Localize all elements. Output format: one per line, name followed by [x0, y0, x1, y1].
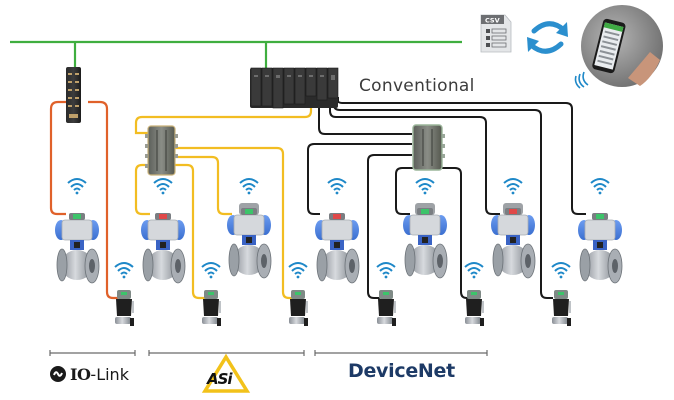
- asi-cable: [134, 97, 313, 300]
- wifi-icon: [153, 178, 173, 195]
- devicenet-logo: DeviceNet: [348, 360, 455, 382]
- actuated-ball-valve: [141, 213, 186, 284]
- csv-label: CSV: [485, 16, 500, 24]
- actuated-ball-valve: [227, 203, 272, 279]
- actuated-ball-valve: [578, 213, 623, 284]
- wifi-icon: [114, 262, 134, 279]
- wifi-icon: [551, 262, 571, 279]
- wifi-icon: [288, 262, 308, 279]
- wifi-icon: [503, 178, 523, 195]
- iolink-prefix: IO: [70, 364, 91, 384]
- asi-logo-text: ASi: [207, 370, 233, 388]
- wifi-icon: [415, 178, 435, 195]
- solenoid-valve: [465, 290, 484, 326]
- solenoid-valve: [377, 290, 396, 326]
- iolink-symbol-icon: [50, 366, 66, 382]
- wifi-icons: [67, 178, 610, 279]
- sync-arrows-icon: [527, 21, 568, 54]
- actuated-ball-valve: [315, 213, 360, 284]
- wifi-icon: [376, 262, 396, 279]
- actuated-ball-valve: [403, 203, 448, 279]
- phone-wireless-icon: [574, 71, 589, 89]
- wifi-icon: [464, 262, 484, 279]
- wifi-icon: [201, 262, 221, 279]
- solenoid-valve: [202, 290, 221, 326]
- asi-logo: [201, 353, 251, 393]
- wifi-icon: [590, 178, 610, 195]
- devicenet-junction-box: [412, 124, 445, 171]
- devicenet-bracket: [314, 350, 488, 356]
- asi-logo-text-wrap: ASi: [203, 356, 247, 392]
- smartphone-app-image: [581, 5, 663, 87]
- iolink-cable: [49, 100, 118, 300]
- actuated-valves: [55, 203, 623, 284]
- protocol-brackets: [49, 350, 488, 356]
- devicenet-cable: [307, 97, 586, 299]
- iolink-suffix: -Link: [90, 364, 129, 384]
- asi-junction-box: [145, 125, 178, 176]
- csv-file-icon: CSV: [480, 14, 512, 53]
- solenoid-valves: [115, 290, 571, 326]
- solenoid-valve: [115, 290, 134, 326]
- actuated-ball-valve: [55, 213, 100, 284]
- iolink-logo: IO -Link: [50, 364, 129, 384]
- iolink-master-device: [66, 67, 81, 123]
- wifi-icon: [67, 178, 87, 195]
- conventional-label: Conventional: [359, 76, 475, 96]
- asi-bracket: [148, 350, 305, 356]
- wifi-icon: [327, 178, 347, 195]
- ethernet-bus: [10, 40, 462, 68]
- iolink-bracket: [49, 350, 136, 356]
- wifi-icon: [239, 178, 259, 195]
- actuated-ball-valve: [491, 203, 536, 279]
- plc-rack-device: [250, 67, 339, 109]
- solenoid-valve: [289, 290, 308, 326]
- solenoid-valve: [552, 290, 571, 326]
